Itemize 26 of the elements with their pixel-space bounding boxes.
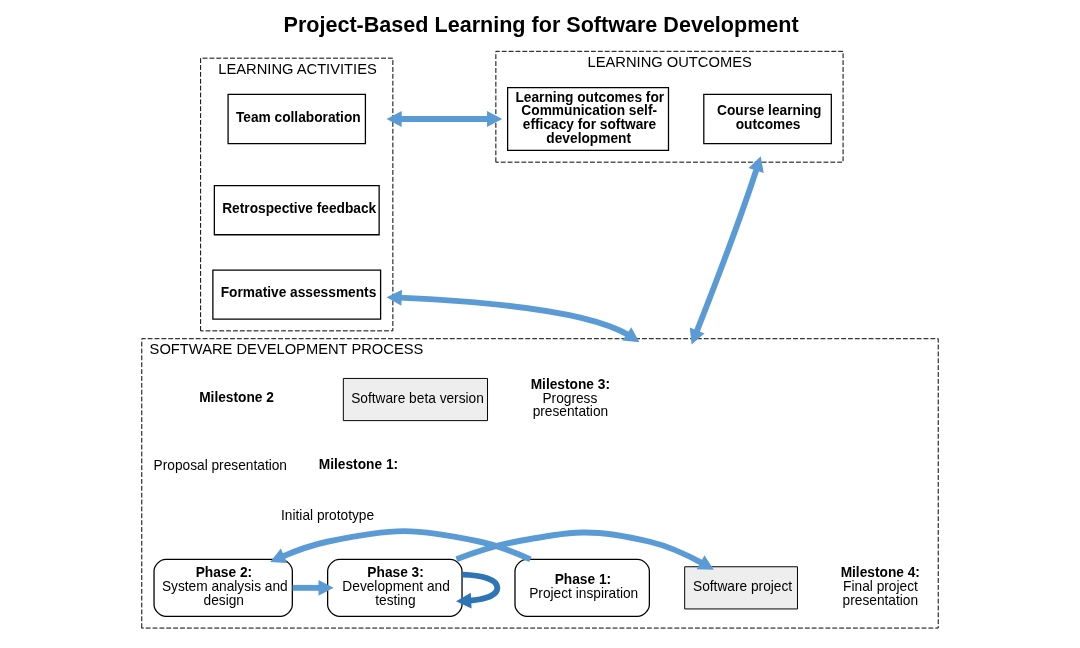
node-box: Course learning outcomes (703, 93, 832, 145)
arrow (386, 111, 503, 127)
node-box: Phase 3: Development and testing (327, 558, 463, 617)
node-label: Final project presentation (842, 578, 919, 608)
label: Milestone 1: (318, 457, 399, 473)
node-label: Progress presentation (532, 390, 609, 420)
arrow (270, 528, 532, 564)
node-box: Phase 1: Project inspiration (514, 558, 650, 617)
diagram-title: Project-Based Learning for Software Development (283, 12, 799, 38)
label: Proposal presentation (153, 458, 288, 474)
label: Initial prototype (281, 508, 375, 524)
arrow (689, 156, 764, 345)
node-box: Retrospective feedback (213, 185, 380, 236)
arrow (455, 529, 714, 570)
arrow (292, 579, 334, 596)
node-box: Phase 2: System analysis and design (153, 558, 293, 617)
node-label: Milestone 4: (840, 565, 920, 581)
node-box: Formative assessments (212, 269, 382, 320)
arrow (386, 289, 640, 343)
arrow (456, 571, 501, 609)
node-box: Software beta version (342, 377, 488, 422)
node-label: Milestone 3: (530, 376, 610, 392)
node-box: Software project (684, 566, 798, 610)
node-box: Team collaboration (227, 93, 367, 145)
node-box: Learning outcomes for Communication self-efficacy for software development (507, 86, 670, 152)
label: Milestone 2 (199, 390, 274, 406)
